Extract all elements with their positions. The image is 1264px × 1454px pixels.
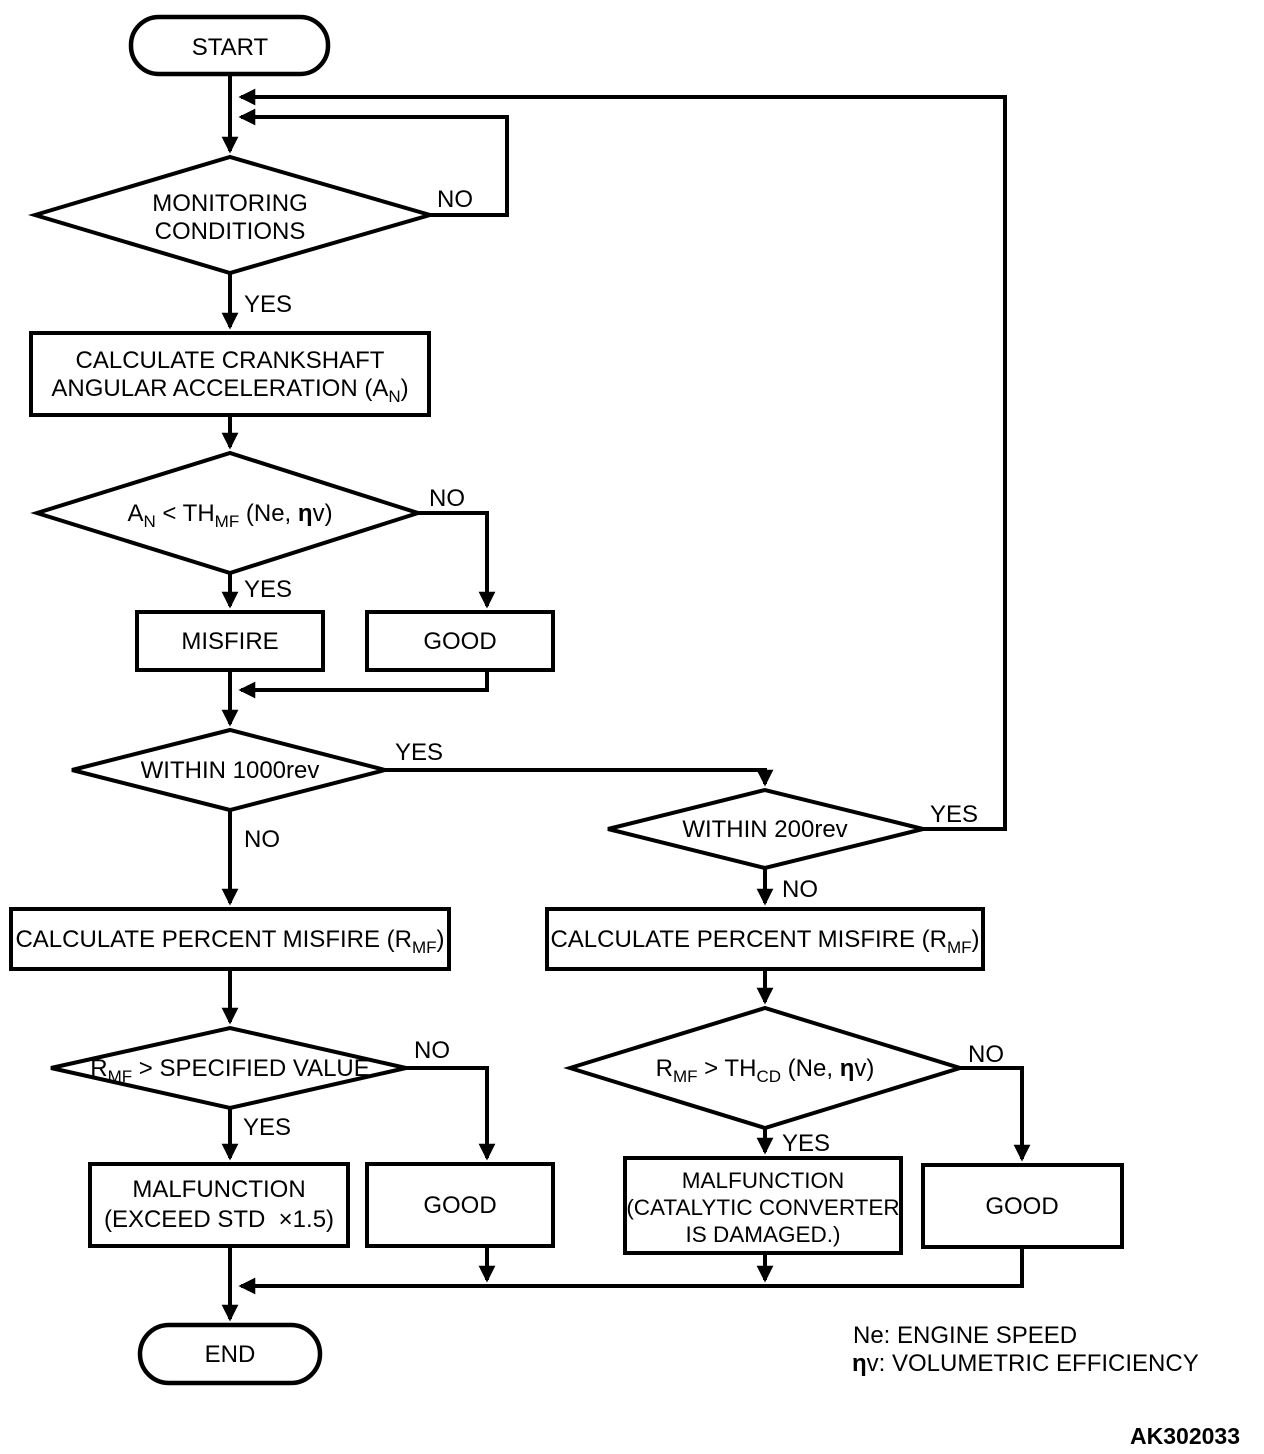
malfunction-catalytic-line2: (CATALYTIC CONVERTER xyxy=(626,1195,899,1220)
within-1000rev-decision: WITHIN 1000rev xyxy=(71,727,386,813)
start-terminal: START xyxy=(128,14,331,77)
edge-monitoring-no-loop xyxy=(238,108,509,217)
legend: Ne: ENGINE SPEED ηv: VOLUMETRIC EFFICIEN… xyxy=(852,1322,1199,1377)
start-terminal-shape xyxy=(128,14,331,77)
rmf-specified-value-shape xyxy=(50,1025,407,1111)
within-200rev-no-label: NO xyxy=(782,876,818,903)
edge-good1-merge xyxy=(238,670,489,699)
malfunction-catalytic-line3: IS DAMAGED.) xyxy=(685,1222,840,1247)
an-threshold-shape xyxy=(30,450,425,576)
calc-crankshaft-line2: ANGULAR ACCELERATION (AN) xyxy=(51,375,408,406)
malfunction-exceed-line2: (EXCEED STD ×1.5) xyxy=(104,1206,334,1233)
edge-bottom-merge-line xyxy=(238,1247,1024,1295)
connectors xyxy=(221,74,1031,1322)
end-label: END xyxy=(205,1341,256,1368)
calc-crankshaft-line1: CALCULATE CRANKSHAFT xyxy=(76,347,385,374)
malfunction-catalytic-line1: MALFUNCTION xyxy=(682,1168,845,1193)
end-terminal: END xyxy=(137,1322,323,1386)
rmf-specified-value-label: RMF > SPECIFIED VALUE xyxy=(90,1055,370,1086)
within-200rev-label: WITHIN 200rev xyxy=(682,816,847,843)
good-box-2-label: GOOD xyxy=(423,1192,496,1219)
good-box-3: GOOD xyxy=(921,1163,1124,1249)
rmf-specified-value-decision: RMF > SPECIFIED VALUE xyxy=(50,1025,407,1111)
figure-code: AK302033 xyxy=(1130,1423,1240,1449)
monitoring-yes-label: YES xyxy=(244,291,292,318)
misfire-process: MISFIRE xyxy=(135,610,325,672)
monitoring-no-label: NO xyxy=(437,186,473,213)
calc-percent-misfire-right-label: CALCULATE PERCENT MISFIRE (RMF) xyxy=(550,926,979,957)
within-1000rev-shape xyxy=(71,727,386,813)
malfunction-catalytic-shape xyxy=(623,1156,903,1255)
good-box-3-shape xyxy=(921,1163,1124,1249)
within-1000rev-yes-label: YES xyxy=(395,739,443,766)
calc-percent-misfire-right-shape xyxy=(545,907,985,971)
edge-rmfthcd-no-to-good3 xyxy=(960,1066,1031,1162)
misfire-shape xyxy=(135,610,325,672)
an-threshold-no-label: NO xyxy=(429,485,465,512)
monitoring-line1: MONITORING xyxy=(152,190,308,217)
good-box-2-shape xyxy=(365,1162,555,1248)
within-1000rev-no-label: NO xyxy=(244,826,280,853)
malfunction-exceed-std-shape xyxy=(88,1162,350,1248)
legend-ne: Ne: ENGINE SPEED xyxy=(853,1322,1077,1349)
calc-percent-misfire-left-shape xyxy=(9,907,451,971)
edge-within1000-yes-to-within200 xyxy=(385,768,774,787)
rmf-thcd-label: RMF > THCD (Ne, ηv) xyxy=(656,1055,875,1086)
start-label: START xyxy=(192,34,269,61)
monitoring-conditions-decision: MONITORING CONDITIONS xyxy=(27,154,438,276)
calc-crankshaft-accel-process: CALCULATE CRANKSHAFT ANGULAR ACCELERATIO… xyxy=(29,331,431,417)
good-box-1-shape xyxy=(365,610,555,672)
good-box-1: GOOD xyxy=(365,610,555,672)
misfire-label: MISFIRE xyxy=(181,628,278,655)
rmf-thcd-no-label: NO xyxy=(968,1041,1004,1068)
malfunction-exceed-line1: MALFUNCTION xyxy=(132,1176,305,1203)
rmf-thcd-decision: RMF > THCD (Ne, ηv) xyxy=(563,1005,967,1131)
legend-eta: ηv: VOLUMETRIC EFFICIENCY xyxy=(852,1350,1199,1377)
rmf-thcd-yes-label: YES xyxy=(782,1130,830,1157)
edge-ancheck-no-to-good1 xyxy=(418,511,496,609)
rmf-thcd-shape xyxy=(563,1005,967,1131)
end-terminal-shape xyxy=(137,1322,323,1386)
edge-within200-yes-loop xyxy=(238,88,1007,831)
good-box-3-label: GOOD xyxy=(985,1193,1058,1220)
calc-crankshaft-accel-shape xyxy=(29,331,431,417)
malfunction-exceed-std-process: MALFUNCTION (EXCEED STD ×1.5) xyxy=(88,1162,350,1248)
malfunction-catalytic-process: MALFUNCTION (CATALYTIC CONVERTER IS DAMA… xyxy=(623,1156,903,1255)
within-200rev-decision: WITHIN 200rev xyxy=(607,787,924,871)
edge-rmfspec-no-to-good2 xyxy=(406,1066,496,1161)
monitoring-line2: CONDITIONS xyxy=(155,218,306,245)
calc-percent-misfire-left-process: CALCULATE PERCENT MISFIRE (RMF) xyxy=(9,907,451,971)
calc-percent-misfire-right-process: CALCULATE PERCENT MISFIRE (RMF) xyxy=(545,907,985,971)
an-threshold-decision: AN < THMF (Ne, ηv) xyxy=(30,450,425,576)
good-box-2: GOOD xyxy=(365,1162,555,1248)
good-box-1-label: GOOD xyxy=(423,628,496,655)
within-200rev-shape xyxy=(607,787,924,871)
within-1000rev-label: WITHIN 1000rev xyxy=(141,757,320,784)
within-200rev-yes-label: YES xyxy=(930,801,978,828)
an-threshold-yes-label: YES xyxy=(244,576,292,603)
monitoring-conditions-shape xyxy=(27,154,438,276)
rmf-specified-no-label: NO xyxy=(414,1037,450,1064)
an-threshold-label: AN < THMF (Ne, ηv) xyxy=(127,500,332,531)
calc-percent-misfire-left-label: CALCULATE PERCENT MISFIRE (RMF) xyxy=(15,926,444,957)
rmf-specified-yes-label: YES xyxy=(243,1114,291,1141)
